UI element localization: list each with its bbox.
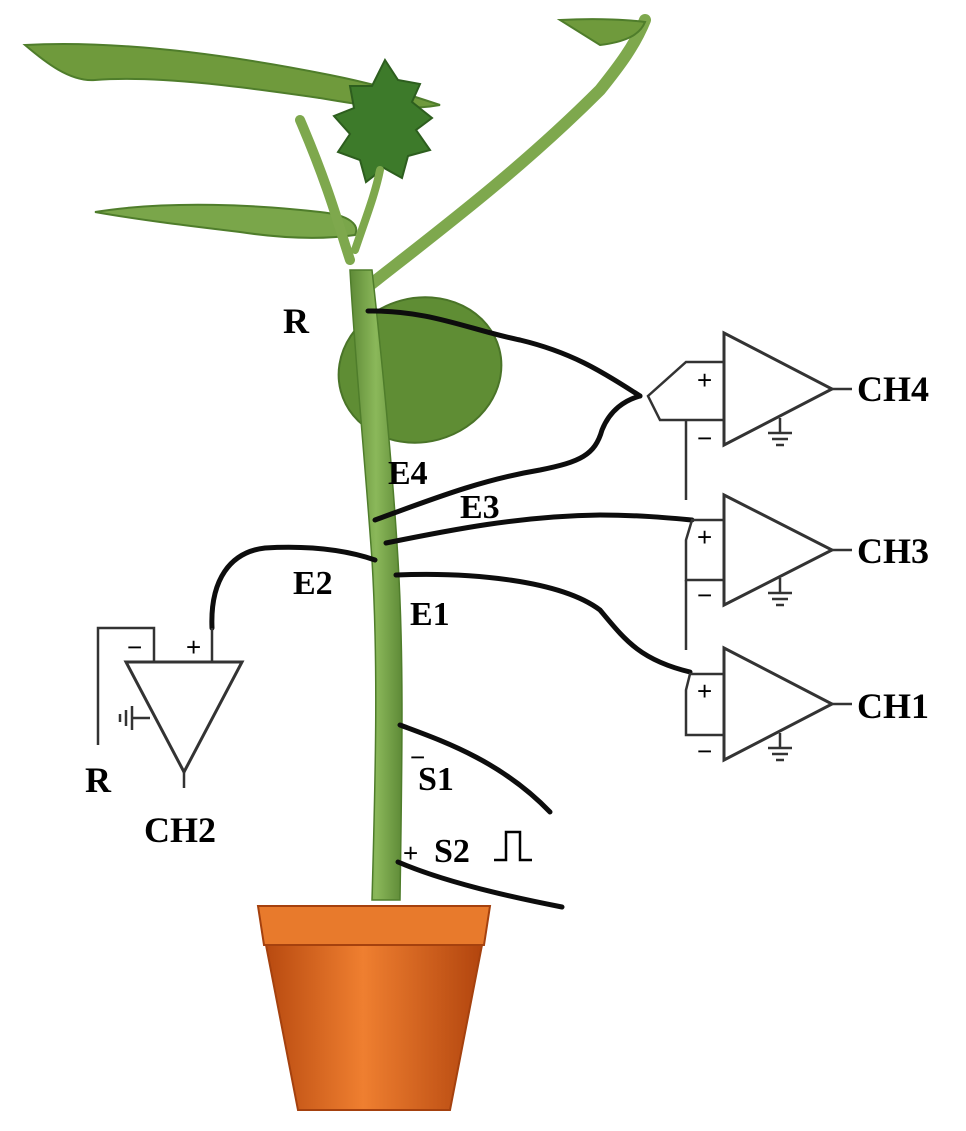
label-ch1: CH1 [857, 686, 929, 726]
leaf-apex-serrated [332, 57, 434, 184]
amplifier-ch4: + − [646, 330, 852, 453]
wire-reference-top [365, 308, 643, 399]
ground-icon [768, 578, 792, 607]
stem [349, 269, 403, 901]
pot-rim [256, 905, 492, 946]
label-ch3: CH3 [857, 531, 929, 571]
plant [22, 14, 651, 901]
s2-plus: + [403, 838, 418, 868]
s1-minus: − [410, 742, 425, 772]
label-ch2: CH2 [144, 810, 216, 850]
amplifier-icon [722, 492, 836, 608]
stalk-top-right [364, 14, 651, 291]
ch4-minus: − [697, 423, 712, 453]
label-e4: E4 [388, 455, 428, 492]
ground-icon [118, 706, 150, 730]
ch2-minus: − [127, 632, 142, 662]
label-e1: E1 [410, 596, 450, 633]
amplifier-ch1: + − [684, 645, 852, 766]
wires [209, 308, 695, 910]
pot-body [264, 944, 484, 1111]
amplifier-ch2: − + [96, 626, 245, 788]
wire-e1 [393, 571, 693, 675]
label-s1: S1 [418, 761, 454, 798]
amplifier-icon [123, 660, 245, 776]
pulse-icon [494, 830, 532, 862]
ch1-minus: − [697, 736, 712, 766]
leaf-top-right [556, 18, 647, 47]
ch3-plus: + [697, 522, 712, 552]
label-s2: S2 [434, 833, 470, 870]
label-reference-top: R [283, 301, 310, 341]
leaf-round [337, 296, 503, 444]
label-ch4: CH4 [857, 369, 929, 409]
label-reference-bottom: R [85, 760, 112, 800]
ch2-plus: + [186, 632, 201, 662]
wire-e4 [372, 393, 643, 523]
amplifier-icon [722, 330, 836, 448]
pot [256, 905, 492, 1111]
leaf-middle-left [94, 203, 358, 239]
wire-e2 [209, 544, 378, 631]
wire-s1 [397, 722, 553, 815]
label-e3: E3 [460, 489, 500, 526]
amplifier-ch3: + − [684, 492, 852, 610]
label-e2: E2 [293, 565, 333, 602]
amplifier-icon [722, 645, 836, 763]
ground-icon [768, 418, 792, 447]
ch3-minus: − [697, 580, 712, 610]
wire-s2 [395, 859, 565, 910]
wire-e3 [383, 512, 695, 546]
ch4-plus: + [697, 365, 712, 395]
ch1-plus: + [697, 676, 712, 706]
ground-icon [768, 733, 792, 762]
